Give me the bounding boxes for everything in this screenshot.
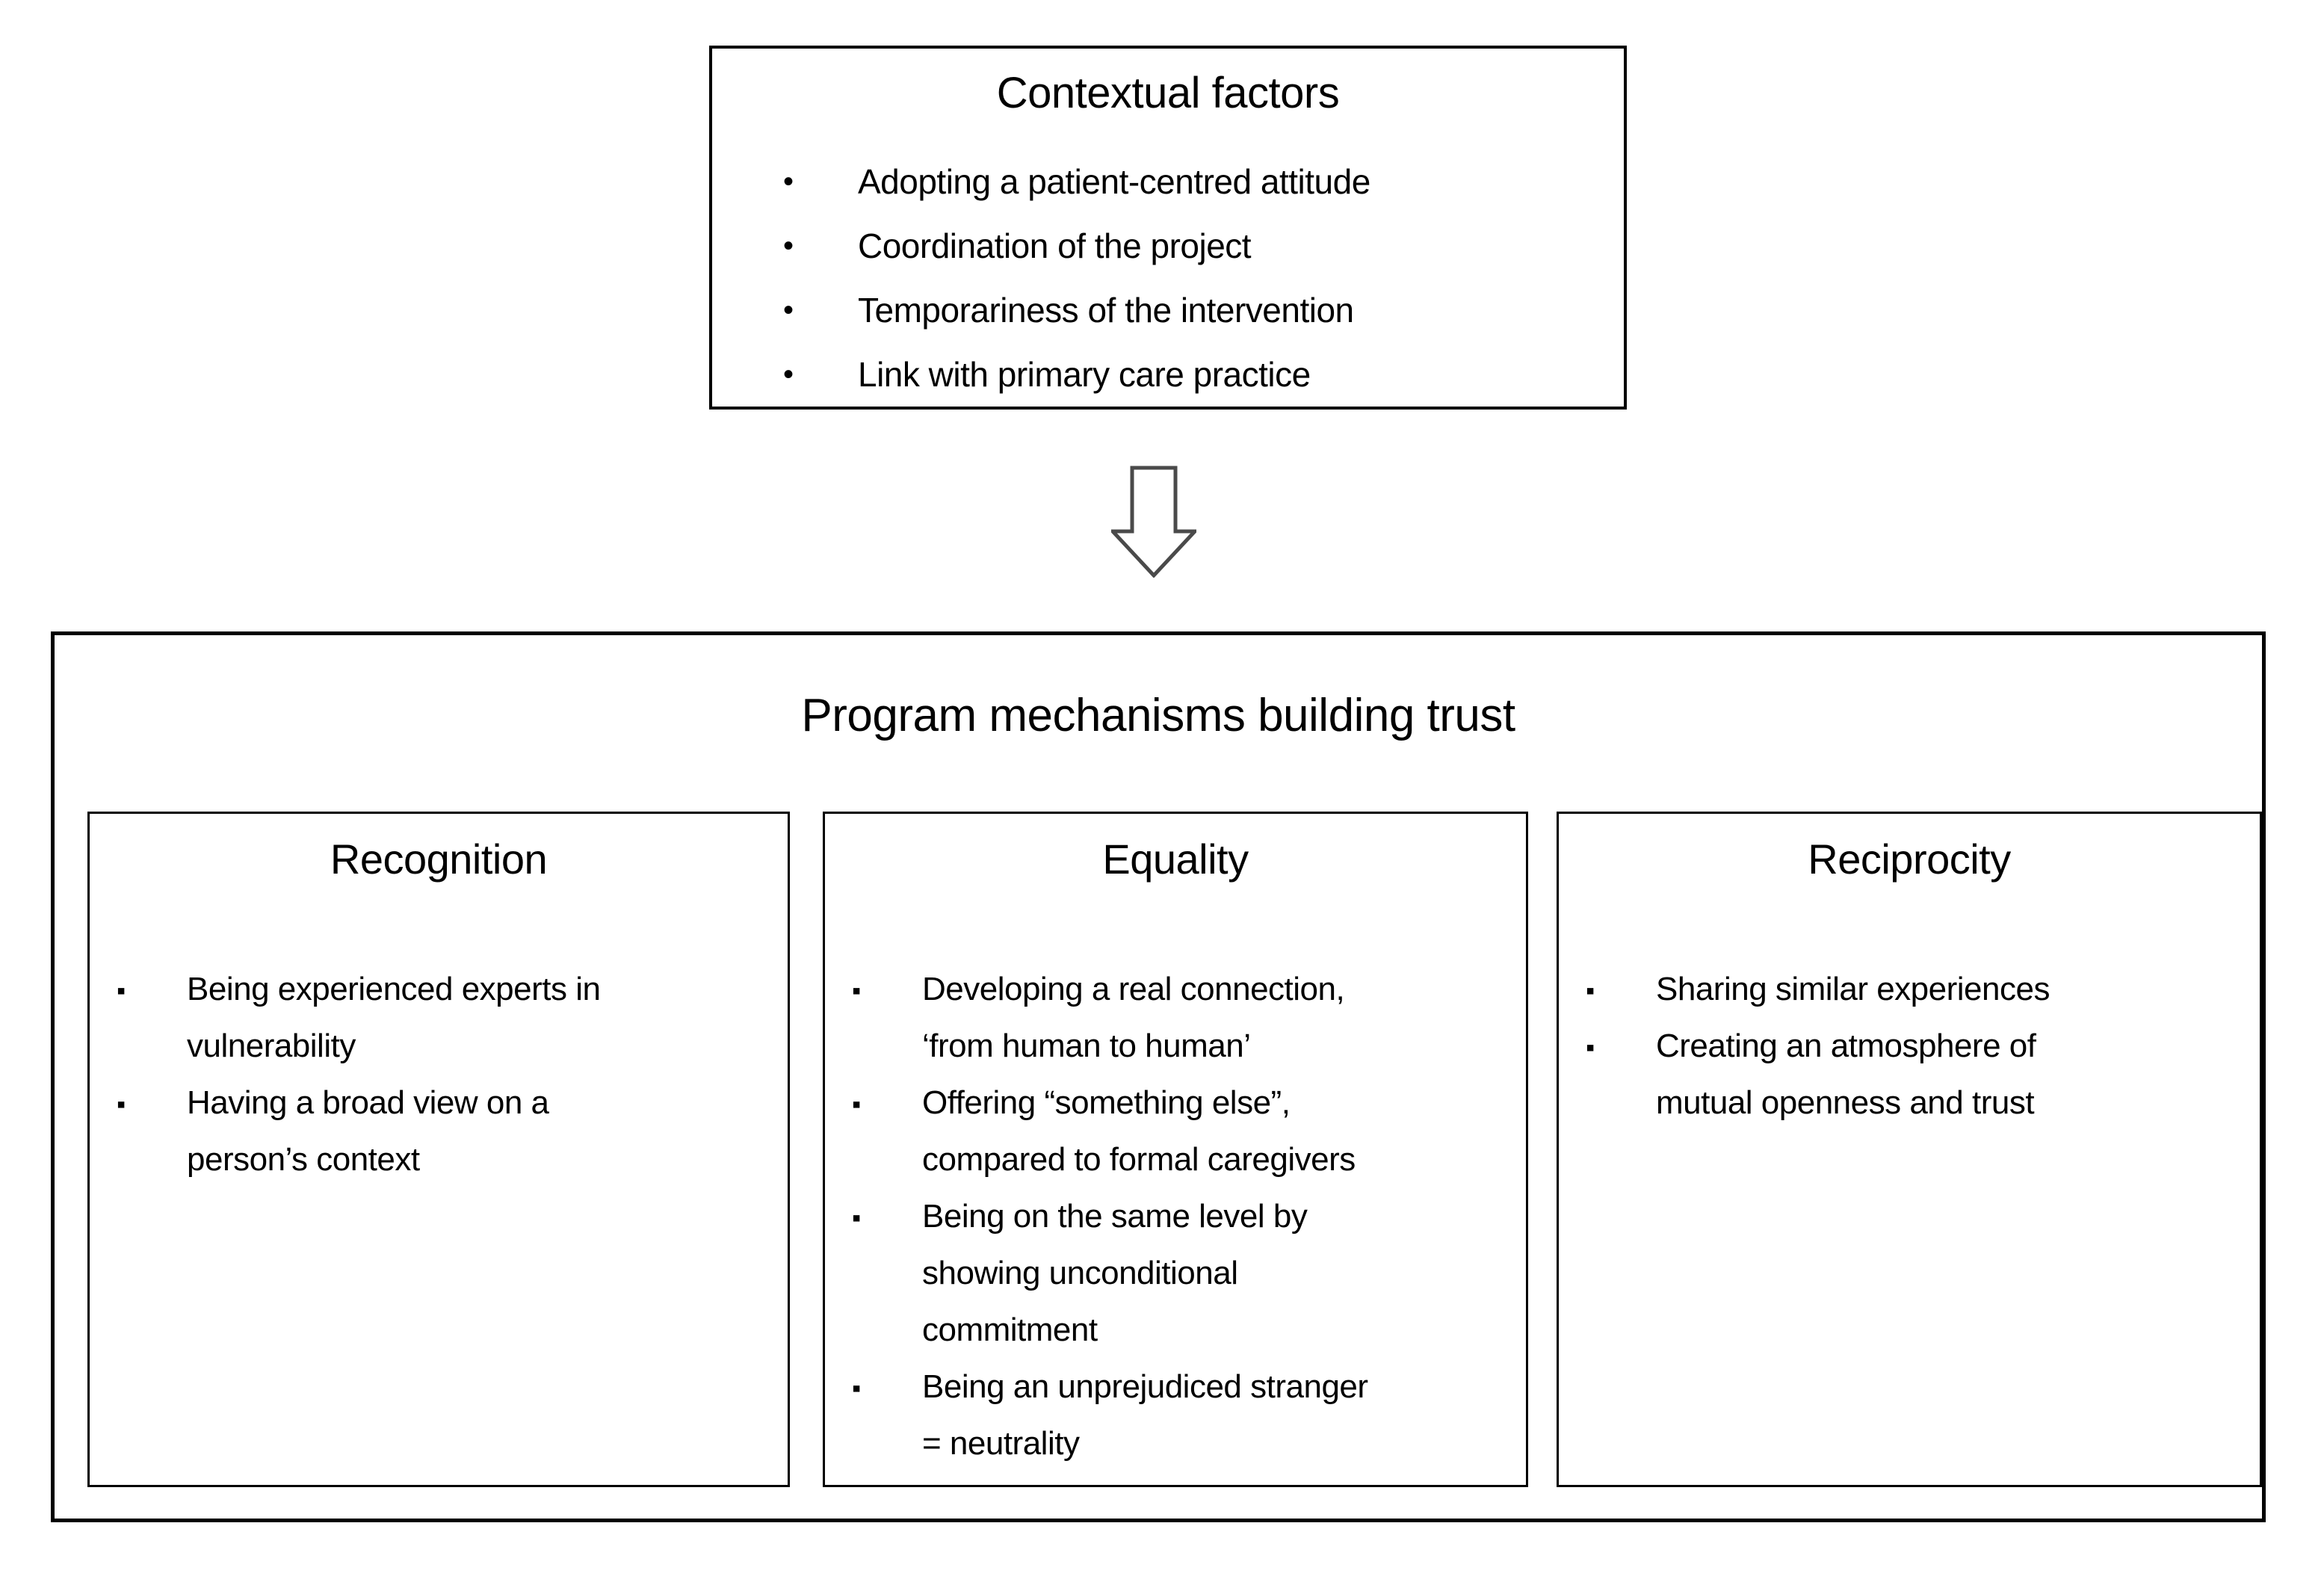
round-bullet-icon: • [783, 229, 794, 262]
recognition-list: ▪ Being experienced experts in vulnerabi… [90, 961, 788, 1188]
square-bullet-icon: ▪ [852, 1374, 861, 1403]
bullet-item: ▪ Having a broad view on a person’s cont… [111, 1075, 635, 1188]
bullet-item: ▪ Being experienced experts in vulnerabi… [111, 961, 635, 1075]
bullet-item-label: Developing a real connection, ‘from huma… [922, 971, 1345, 1064]
square-bullet-icon: ▪ [852, 977, 861, 1005]
bullet-item: ▪ Being an unprejudiced stranger = neutr… [846, 1359, 1370, 1472]
bullet-item: • Link with primary care practice [783, 342, 1609, 407]
round-bullet-icon: • [783, 294, 794, 327]
bullet-item: • Coordination of the project [783, 214, 1609, 278]
bullet-item: ▪ Creating an atmosphere of mutual openn… [1580, 1018, 2104, 1131]
square-bullet-icon: ▪ [852, 1090, 861, 1119]
program-mechanisms-box: Program mechanisms building trust Recogn… [51, 631, 2266, 1522]
reciprocity-box: Reciprocity ▪ Sharing similar experience… [1557, 812, 2262, 1487]
bullet-item-label: Offering “something else”, compared to f… [922, 1084, 1356, 1178]
round-bullet-icon: • [783, 165, 794, 198]
square-bullet-icon: ▪ [1586, 977, 1595, 1005]
bullet-item-label: Sharing similar experiences [1656, 971, 2050, 1007]
bullet-item: • Temporariness of the intervention [783, 278, 1609, 342]
recognition-box: Recognition ▪ Being experienced experts … [87, 812, 790, 1487]
bullet-item: • Adopting a patient-centred attitude [783, 149, 1609, 214]
square-bullet-icon: ▪ [852, 1204, 861, 1232]
bullet-item-label: Being on the same level by showing uncon… [922, 1198, 1308, 1348]
equality-box: Equality ▪ Developing a real connection,… [823, 812, 1528, 1487]
bullet-item-label: Creating an atmosphere of mutual opennes… [1656, 1028, 2036, 1121]
square-bullet-icon: ▪ [117, 1090, 126, 1119]
bullet-item: ▪ Being on the same level by showing unc… [846, 1188, 1370, 1359]
square-bullet-icon: ▪ [117, 977, 126, 1005]
contextual-factors-box: Contextual factors • Adopting a patient-… [709, 46, 1627, 410]
bullet-item-label: Being an unprejudiced stranger = neutral… [922, 1368, 1368, 1462]
recognition-title: Recognition [330, 835, 548, 883]
bullet-item-label: Being experienced experts in vulnerabili… [187, 971, 601, 1064]
equality-list: ▪ Developing a real connection, ‘from hu… [825, 961, 1526, 1472]
bullet-item: ▪ Offering “something else”, compared to… [846, 1075, 1370, 1188]
bullet-item-label: Link with primary care practice [858, 355, 1311, 394]
square-bullet-icon: ▪ [1586, 1034, 1595, 1062]
contextual-factors-title: Contextual factors [996, 69, 1340, 117]
bullet-item-label: Coordination of the project [858, 226, 1252, 265]
program-mechanisms-title: Program mechanisms building trust [801, 690, 1515, 741]
equality-title: Equality [1102, 835, 1249, 883]
contextual-factors-list: • Adopting a patient-centred attitude • … [712, 149, 1624, 407]
round-bullet-icon: • [783, 358, 794, 391]
bullet-item-label: Having a broad view on a person’s contex… [187, 1084, 549, 1178]
down-arrow-icon [1111, 466, 1196, 578]
reciprocity-list: ▪ Sharing similar experiences ▪ Creating… [1559, 961, 2260, 1131]
bullet-item-label: Adopting a patient-centred attitude [858, 162, 1370, 201]
bullet-item: ▪ Developing a real connection, ‘from hu… [846, 961, 1370, 1075]
bullet-item: ▪ Sharing similar experiences [1580, 961, 2104, 1018]
bullet-item-label: Temporariness of the intervention [858, 291, 1354, 330]
reciprocity-title: Reciprocity [1808, 835, 2011, 883]
